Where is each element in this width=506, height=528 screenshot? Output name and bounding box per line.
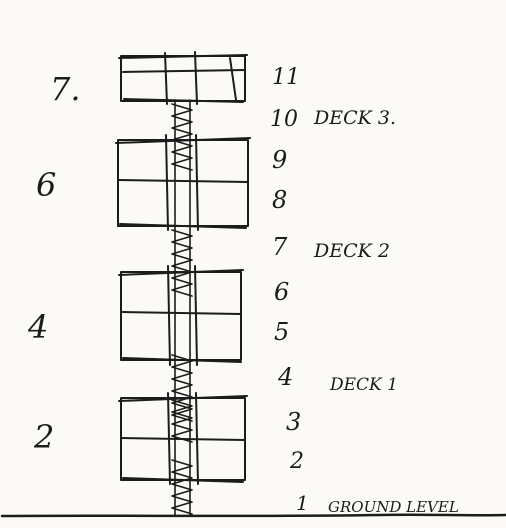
floor-number-6: 6 <box>274 278 289 306</box>
deck-label-1: DECK 1 <box>329 375 398 395</box>
floor-number-8: 8 <box>272 186 287 214</box>
deck-label-2: DECK 2 <box>313 240 390 262</box>
deck-label-3: DECK 3. <box>313 107 396 129</box>
floor-number-10: 10 <box>270 107 298 132</box>
left-label-7: 7. <box>50 70 81 108</box>
left-label-6: 6 <box>36 166 56 204</box>
floor-number-1: 1 <box>296 491 309 515</box>
block-top <box>119 52 247 104</box>
ground-level-label: GROUND LEVEL <box>328 498 459 516</box>
left-label-2: 2 <box>33 418 54 456</box>
left-label-4: 4 <box>27 308 48 346</box>
floor-number-3: 3 <box>286 408 301 436</box>
floor-number-2: 2 <box>289 449 304 474</box>
floor-number-5: 5 <box>274 318 289 346</box>
floor-number-4: 4 <box>277 363 293 391</box>
floor-number-7: 7 <box>272 233 288 261</box>
floor-number-9: 9 <box>272 146 287 174</box>
central-column <box>172 100 192 515</box>
floor-number-11: 11 <box>272 65 300 90</box>
